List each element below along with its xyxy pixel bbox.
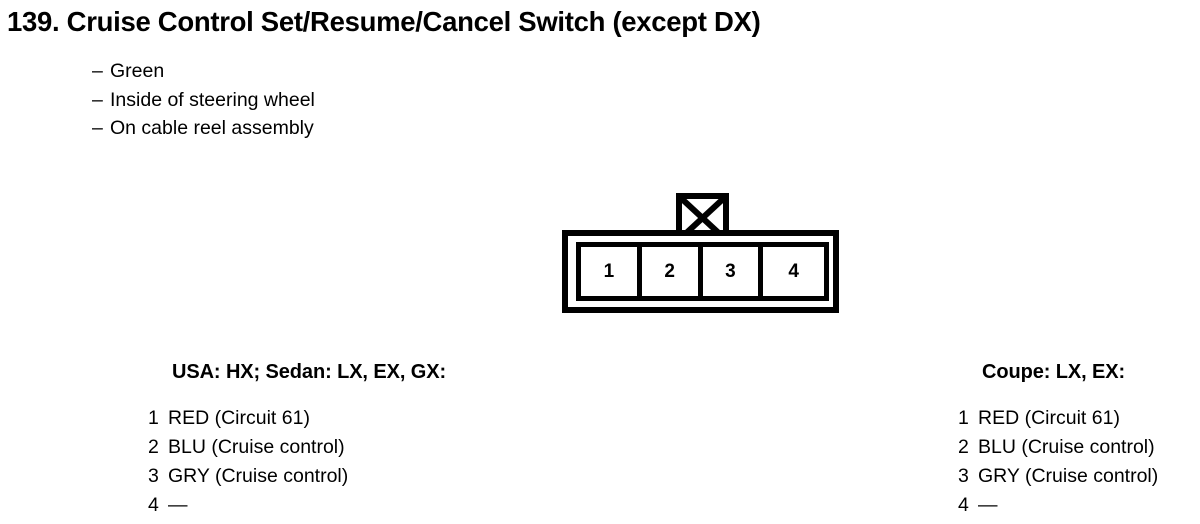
pin-number: 3 bbox=[148, 465, 159, 487]
pin-number: 2 bbox=[148, 436, 159, 458]
list-item: –Inside of steering wheel bbox=[92, 86, 315, 115]
pin-description: GRY (Cruise control) bbox=[978, 465, 1159, 487]
pin-description: RED (Circuit 61) bbox=[978, 407, 1120, 429]
connector-pin-cell: 3 bbox=[702, 247, 764, 296]
pin-description: — bbox=[168, 494, 188, 516]
connector-pin-cell: 2 bbox=[641, 247, 703, 296]
pin-assignment-row: 2 BLU (Cruise control) bbox=[958, 433, 1158, 462]
pin-number: 1 bbox=[148, 407, 159, 429]
connector-diagram: 1 2 3 4 bbox=[562, 193, 839, 313]
connector-outer-shell: 1 2 3 4 bbox=[562, 230, 839, 313]
pin-assignment-row: 4— bbox=[148, 491, 446, 520]
pin-description: GRY (Cruise control) bbox=[168, 465, 349, 487]
dash-bullet-icon: – bbox=[92, 117, 103, 139]
connector-locking-tab bbox=[676, 193, 729, 237]
pin-number: 1 bbox=[958, 407, 969, 429]
pin-assignment-row: 3 GRY (Cruise control) bbox=[148, 462, 446, 491]
list-item: –Green bbox=[92, 57, 315, 86]
pin-description: BLU (Cruise control) bbox=[168, 436, 345, 458]
pin-assignment-row: 4— bbox=[958, 491, 1158, 520]
attribute-list: –Green –Inside of steering wheel –On cab… bbox=[92, 57, 315, 143]
variant-heading: USA: HX; Sedan: LX, EX, GX: bbox=[172, 361, 446, 383]
pin-description: RED (Circuit 61) bbox=[168, 407, 310, 429]
list-item: –On cable reel assembly bbox=[92, 114, 315, 143]
dash-bullet-icon: – bbox=[92, 88, 103, 111]
pin-description: BLU (Cruise control) bbox=[978, 436, 1155, 458]
connector-pin-cell: 4 bbox=[763, 247, 824, 296]
variant-column-coupe: Coupe: LX, EX: 1 RED (Circuit 61) 2 BLU (C… bbox=[958, 362, 1158, 520]
attribute-text: On cable reel assembly bbox=[110, 117, 314, 139]
pin-number: 4 bbox=[148, 494, 159, 516]
dash-bullet-icon: – bbox=[92, 60, 103, 82]
attribute-text: Green bbox=[110, 60, 165, 82]
pin-number: 3 bbox=[958, 465, 969, 487]
connector-pin-cell: 1 bbox=[581, 247, 642, 296]
pin-assignment-row: 1 RED (Circuit 61) bbox=[148, 404, 446, 433]
pin-number: 4 bbox=[958, 494, 969, 516]
connector-pin-row: 1 2 3 4 bbox=[576, 242, 829, 301]
pin-assignment-row: 3 GRY (Cruise control) bbox=[958, 462, 1158, 491]
page-title: 139. Cruise Control Set/Resume/Cancel Sw… bbox=[7, 6, 761, 37]
pin-number: 2 bbox=[958, 436, 969, 458]
pin-assignment-row: 2 BLU (Cruise control) bbox=[148, 433, 446, 462]
variant-column-usa-sedan: USA: HX; Sedan: LX, EX, GX: 1 RED (Circui… bbox=[148, 362, 446, 520]
variant-heading: Coupe: LX, EX: bbox=[982, 361, 1126, 383]
attribute-text: Inside of steering wheel bbox=[110, 88, 315, 111]
pin-assignment-row: 1 RED (Circuit 61) bbox=[958, 404, 1158, 433]
pin-description: — bbox=[978, 494, 998, 516]
